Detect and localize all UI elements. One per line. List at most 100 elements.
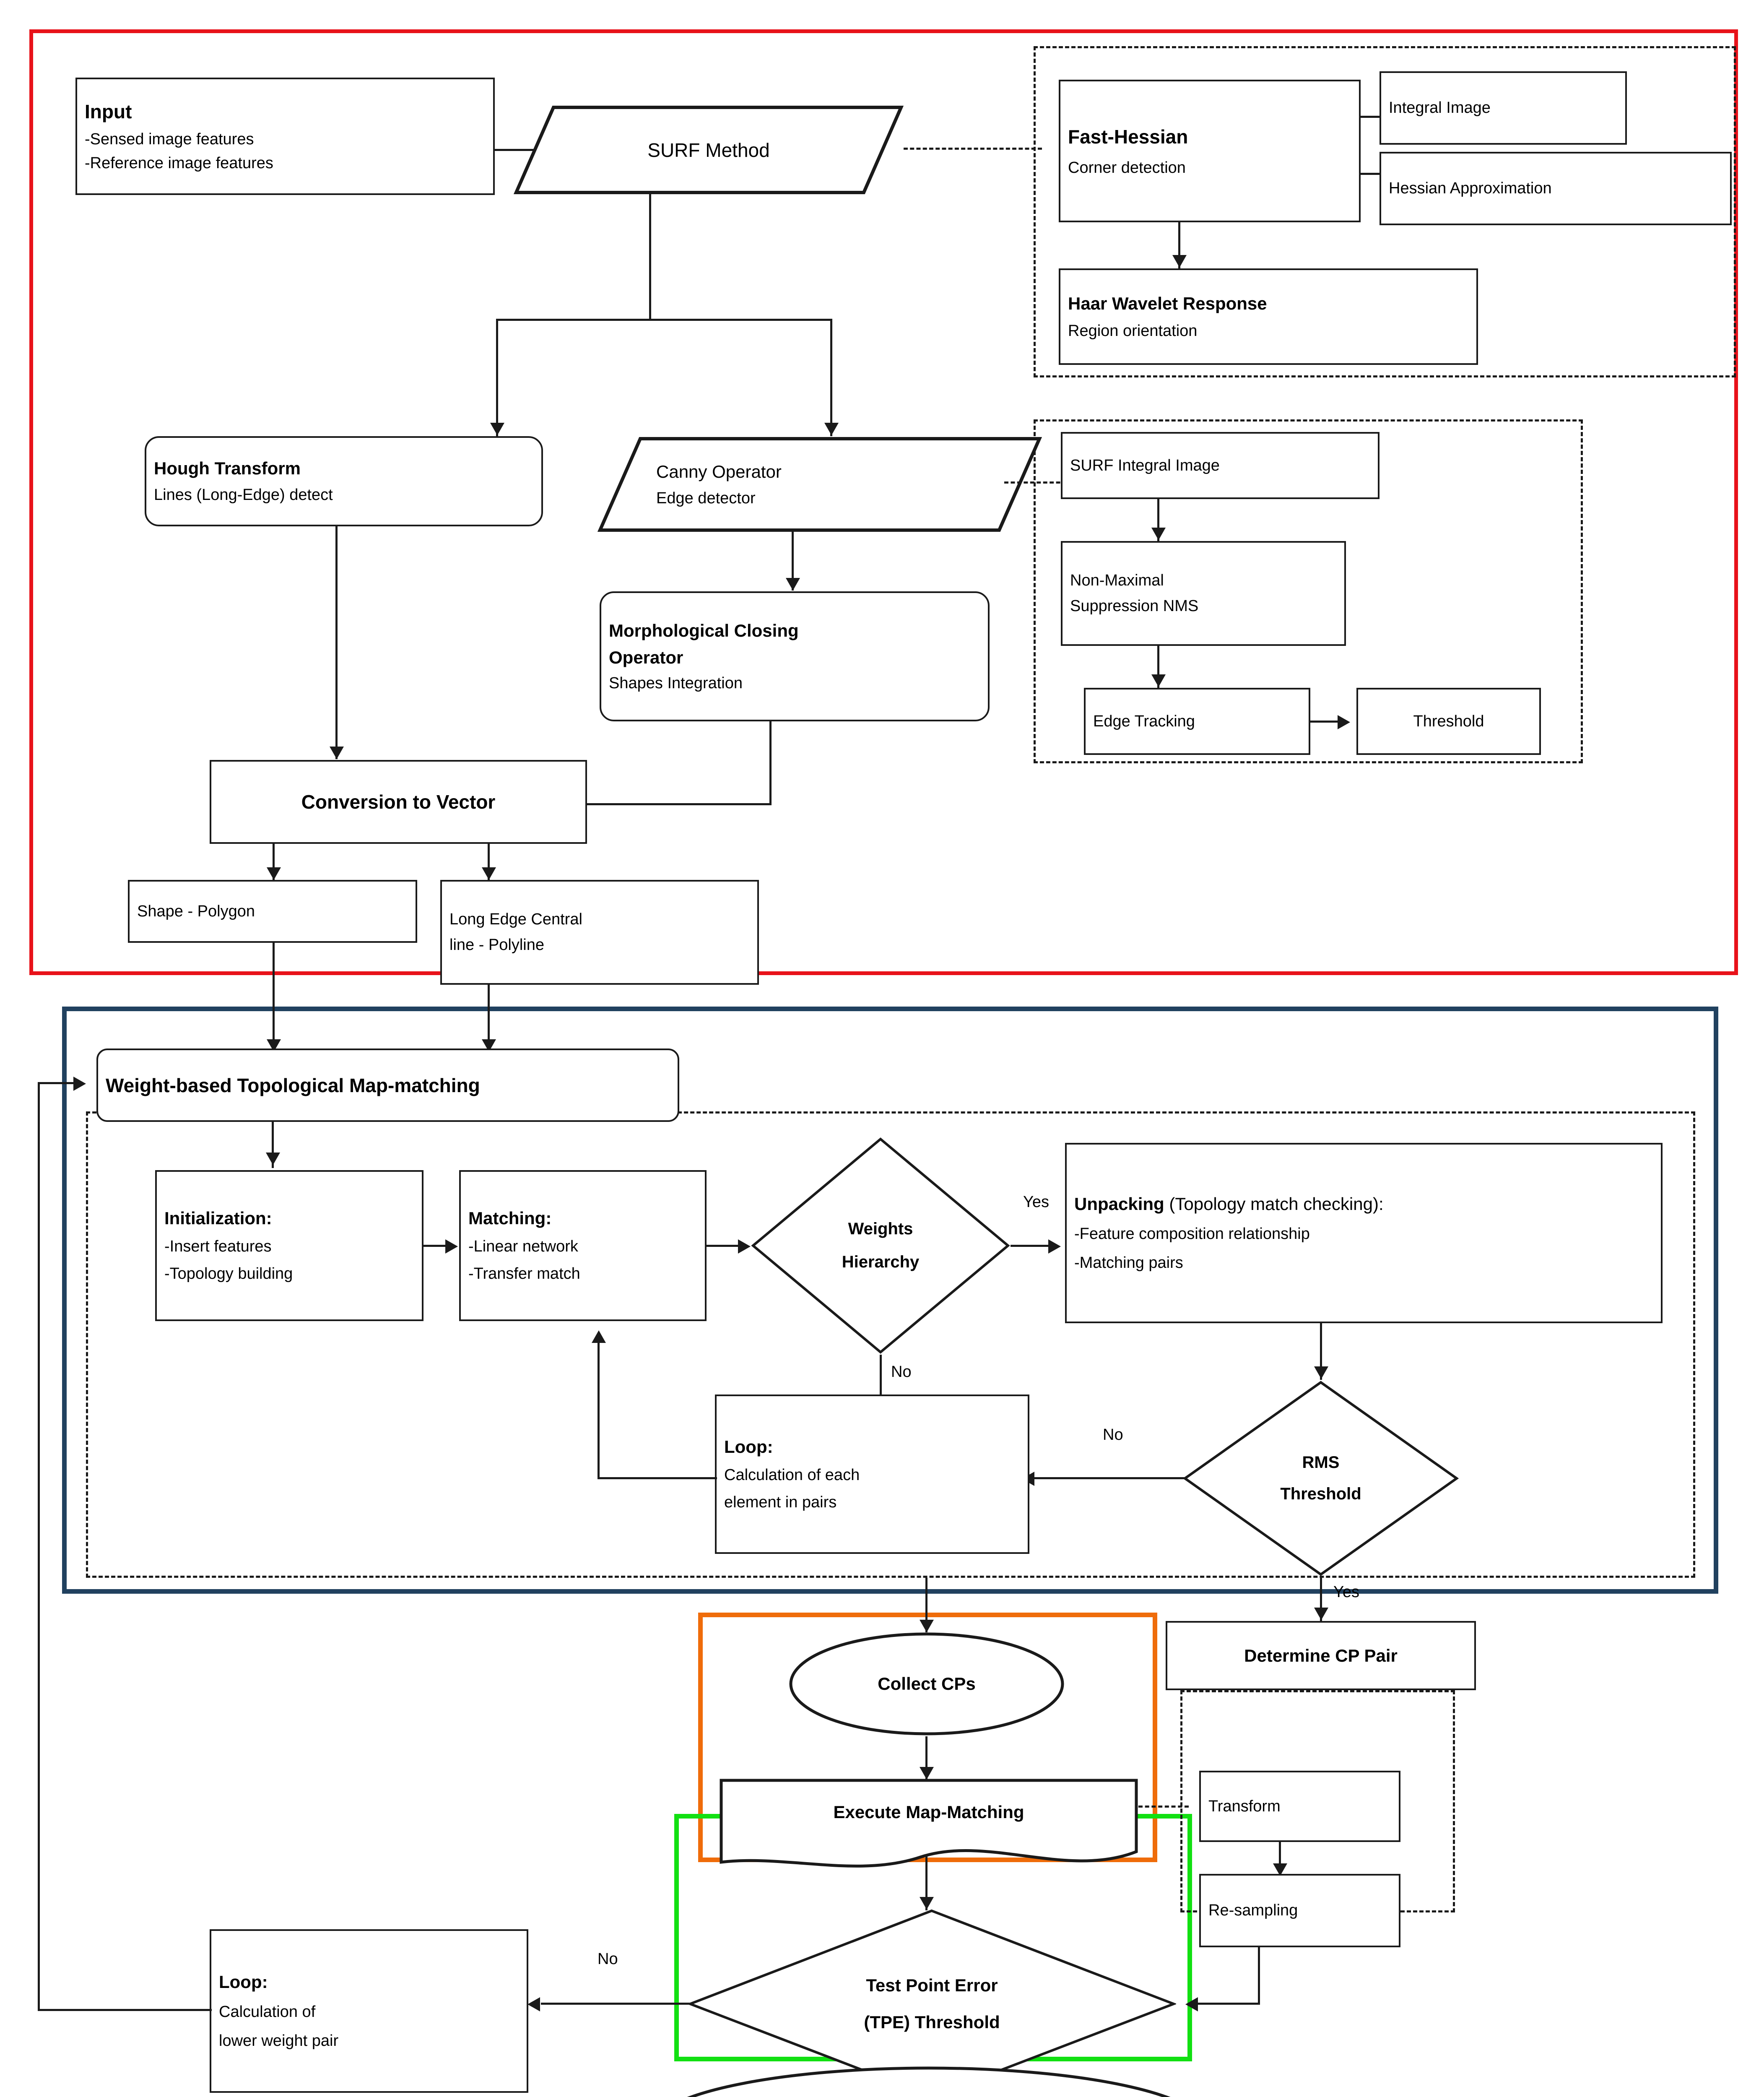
long-edge-line-1: Long Edge Central (449, 911, 582, 928)
hough-transform-subtitle: Lines (Long-Edge) detect (154, 486, 333, 504)
edge-blue-to-orange (925, 1578, 927, 1632)
surf-method-node[interactable]: SURF Method (514, 105, 904, 195)
edge-matching-to-weights (707, 1245, 746, 1247)
weights-hierarchy-diamond[interactable]: Weights Hierarchy (751, 1137, 1011, 1355)
arrowhead-fh-to-haar (1172, 255, 1187, 268)
edge-execute-to-tpe (925, 1856, 927, 1910)
matching-box[interactable]: Matching: -Linear network -Transfer matc… (459, 1170, 707, 1321)
edge-unpacking-to-rms (1320, 1323, 1322, 1380)
edge-input-to-surf (495, 149, 553, 151)
loop-lower-weight-line-1: Calculation of (219, 2003, 316, 2021)
long-edge-box[interactable]: Long Edge Central line - Polyline (440, 880, 759, 985)
edge-ctv-to-longedge (488, 844, 490, 882)
morphological-closing-box[interactable]: Morphological Closing Operator Shapes In… (600, 591, 990, 721)
arrowhead-header-to-init (266, 1153, 280, 1165)
determine-cp-pair-label: Determine CP Pair (1244, 1645, 1398, 1665)
edge-hough-down (335, 526, 338, 759)
initialization-line-2: -Topology building (164, 1265, 293, 1283)
edge-tracking-to-threshold (1310, 721, 1344, 723)
edge-tracking-box[interactable]: Edge Tracking (1084, 688, 1310, 755)
edge-feedback-v (38, 1082, 40, 2010)
arrowhead-collect-to-execute (920, 1767, 934, 1780)
surf-integral-image-box[interactable]: SURF Integral Image (1061, 432, 1380, 499)
matching-line-1: -Linear network (468, 1238, 578, 1255)
arrowhead-execute-to-tpe (920, 1897, 934, 1910)
label-weights-no: No (891, 1363, 912, 1381)
label-rms-yes: Yes (1333, 1583, 1359, 1601)
unpacking-line-2: -Matching pairs (1074, 1254, 1183, 1272)
integral-image-box[interactable]: Integral Image (1380, 71, 1627, 145)
integral-image-label: Integral Image (1389, 99, 1491, 117)
initialization-box[interactable]: Initialization: -Insert features -Topolo… (155, 1170, 423, 1321)
loop-lower-weight-title: Loop: (219, 1972, 268, 1992)
transform-label: Transform (1208, 1797, 1281, 1815)
arrowhead-matching-to-weights (738, 1239, 751, 1254)
dashed-canny-to-surf-integral (1004, 481, 1080, 484)
hough-transform-title: Hough Transform (154, 458, 301, 478)
tpe-line-1: Test Point Error (866, 1975, 998, 1995)
rms-threshold-line-1: RMS (1302, 1453, 1340, 1472)
resampling-label: Re-sampling (1208, 1902, 1298, 1919)
weight-based-header-label: Weight-based Topological Map-matching (106, 1074, 480, 1096)
arrowhead-tpe-no (527, 1997, 540, 2011)
edge-weights-yes (1011, 1245, 1057, 1247)
shape-polygon-box[interactable]: Shape - Polygon (128, 880, 417, 943)
unpacking-title: Unpacking (1074, 1194, 1164, 1214)
canny-operator-subtitle: Edge detector (656, 489, 756, 507)
arrowhead-unpacking-to-rms (1314, 1366, 1328, 1379)
threshold-box[interactable]: Threshold (1356, 688, 1541, 755)
morphological-title-1: Morphological Closing (609, 620, 799, 640)
weights-hierarchy-line-1: Weights (848, 1220, 913, 1238)
loop-pairs-box[interactable]: Loop: Calculation of each element in pai… (715, 1395, 1029, 1554)
orange-region-frame (698, 1613, 1157, 1862)
edge-loop-to-matching-v (598, 1342, 600, 1478)
hough-transform-box[interactable]: Hough Transform Lines (Long-Edge) detect (145, 436, 543, 526)
arrowhead-weights-yes (1048, 1239, 1061, 1254)
shape-polygon-label: Shape - Polygon (137, 902, 255, 920)
arrowhead-init-to-matching (445, 1239, 458, 1254)
haar-wavelet-box[interactable]: Haar Wavelet Response Region orientation (1059, 268, 1478, 365)
arrowhead-nms-to-edgetracking (1151, 674, 1166, 687)
initialization-title: Initialization: (164, 1208, 272, 1228)
label-tpe-no: No (598, 1950, 618, 1968)
dashed-surf-to-fasthessian (904, 148, 1042, 150)
arrowhead-blue-to-orange (920, 1620, 934, 1632)
edge-header-to-init (272, 1122, 274, 1168)
nms-line-2: Suppression NMS (1070, 597, 1199, 615)
input-box[interactable]: Input -Sensed image features -Reference … (75, 78, 495, 195)
canny-operator-node[interactable]: Canny Operator Edge detector (598, 436, 1042, 533)
edge-surf-left-down (496, 319, 498, 436)
transform-box[interactable]: Transform (1199, 1771, 1400, 1842)
initialization-line-1: -Insert features (164, 1238, 272, 1255)
edge-feedback-h-bottom (38, 2009, 212, 2011)
edge-weights-no (880, 1355, 882, 1409)
arrowhead-resampling-to-tpe (1185, 1997, 1198, 2011)
arrowhead-rms-yes (1314, 1608, 1328, 1620)
surf-integral-group (1034, 419, 1583, 763)
edge-rms-yes (1320, 1577, 1322, 1621)
edge-tpe-no (541, 2003, 692, 2005)
loop-pairs-line-2: element in pairs (724, 1493, 837, 1511)
nms-box[interactable]: Non-Maximal Suppression NMS (1061, 541, 1346, 646)
rms-threshold-diamond[interactable]: RMS Threshold (1182, 1380, 1459, 1577)
arrowhead-hough-to-conversion (330, 747, 344, 759)
edge-morph-down (769, 721, 772, 805)
unpacking-title-rest: (Topology match checking): (1164, 1194, 1384, 1214)
weight-based-header-box[interactable]: Weight-based Topological Map-matching (96, 1048, 679, 1122)
conversion-to-vector-box[interactable]: Conversion to Vector (210, 760, 587, 844)
loop-lower-weight-box[interactable]: Loop: Calculation of lower weight pair (210, 1929, 528, 2093)
determine-cp-pair-box[interactable]: Determine CP Pair (1166, 1621, 1476, 1690)
canny-operator-title: Canny Operator (656, 461, 782, 481)
execute-map-matching-node[interactable]: Execute Map-Matching (719, 1778, 1138, 1871)
edge-loop-to-matching-h (598, 1477, 717, 1479)
fast-hessian-box[interactable]: Fast-Hessian Corner detection (1059, 80, 1361, 222)
collect-cps-ellipse[interactable]: Collect CPs (788, 1631, 1065, 1736)
resampling-box[interactable]: Re-sampling (1199, 1874, 1400, 1947)
hessian-approximation-box[interactable]: Hessian Approximation (1380, 152, 1732, 225)
rms-threshold-line-2: Threshold (1280, 1485, 1361, 1503)
compete-airtop-ellipse[interactable]: Compete AIRTop Algorithm (650, 2066, 1208, 2097)
tpe-line-2: (TPE) Threshold (864, 2012, 1000, 2032)
fast-hessian-title: Fast-Hessian (1068, 125, 1188, 148)
unpacking-box[interactable]: Unpacking (Topology match checking): -Fe… (1065, 1143, 1663, 1323)
